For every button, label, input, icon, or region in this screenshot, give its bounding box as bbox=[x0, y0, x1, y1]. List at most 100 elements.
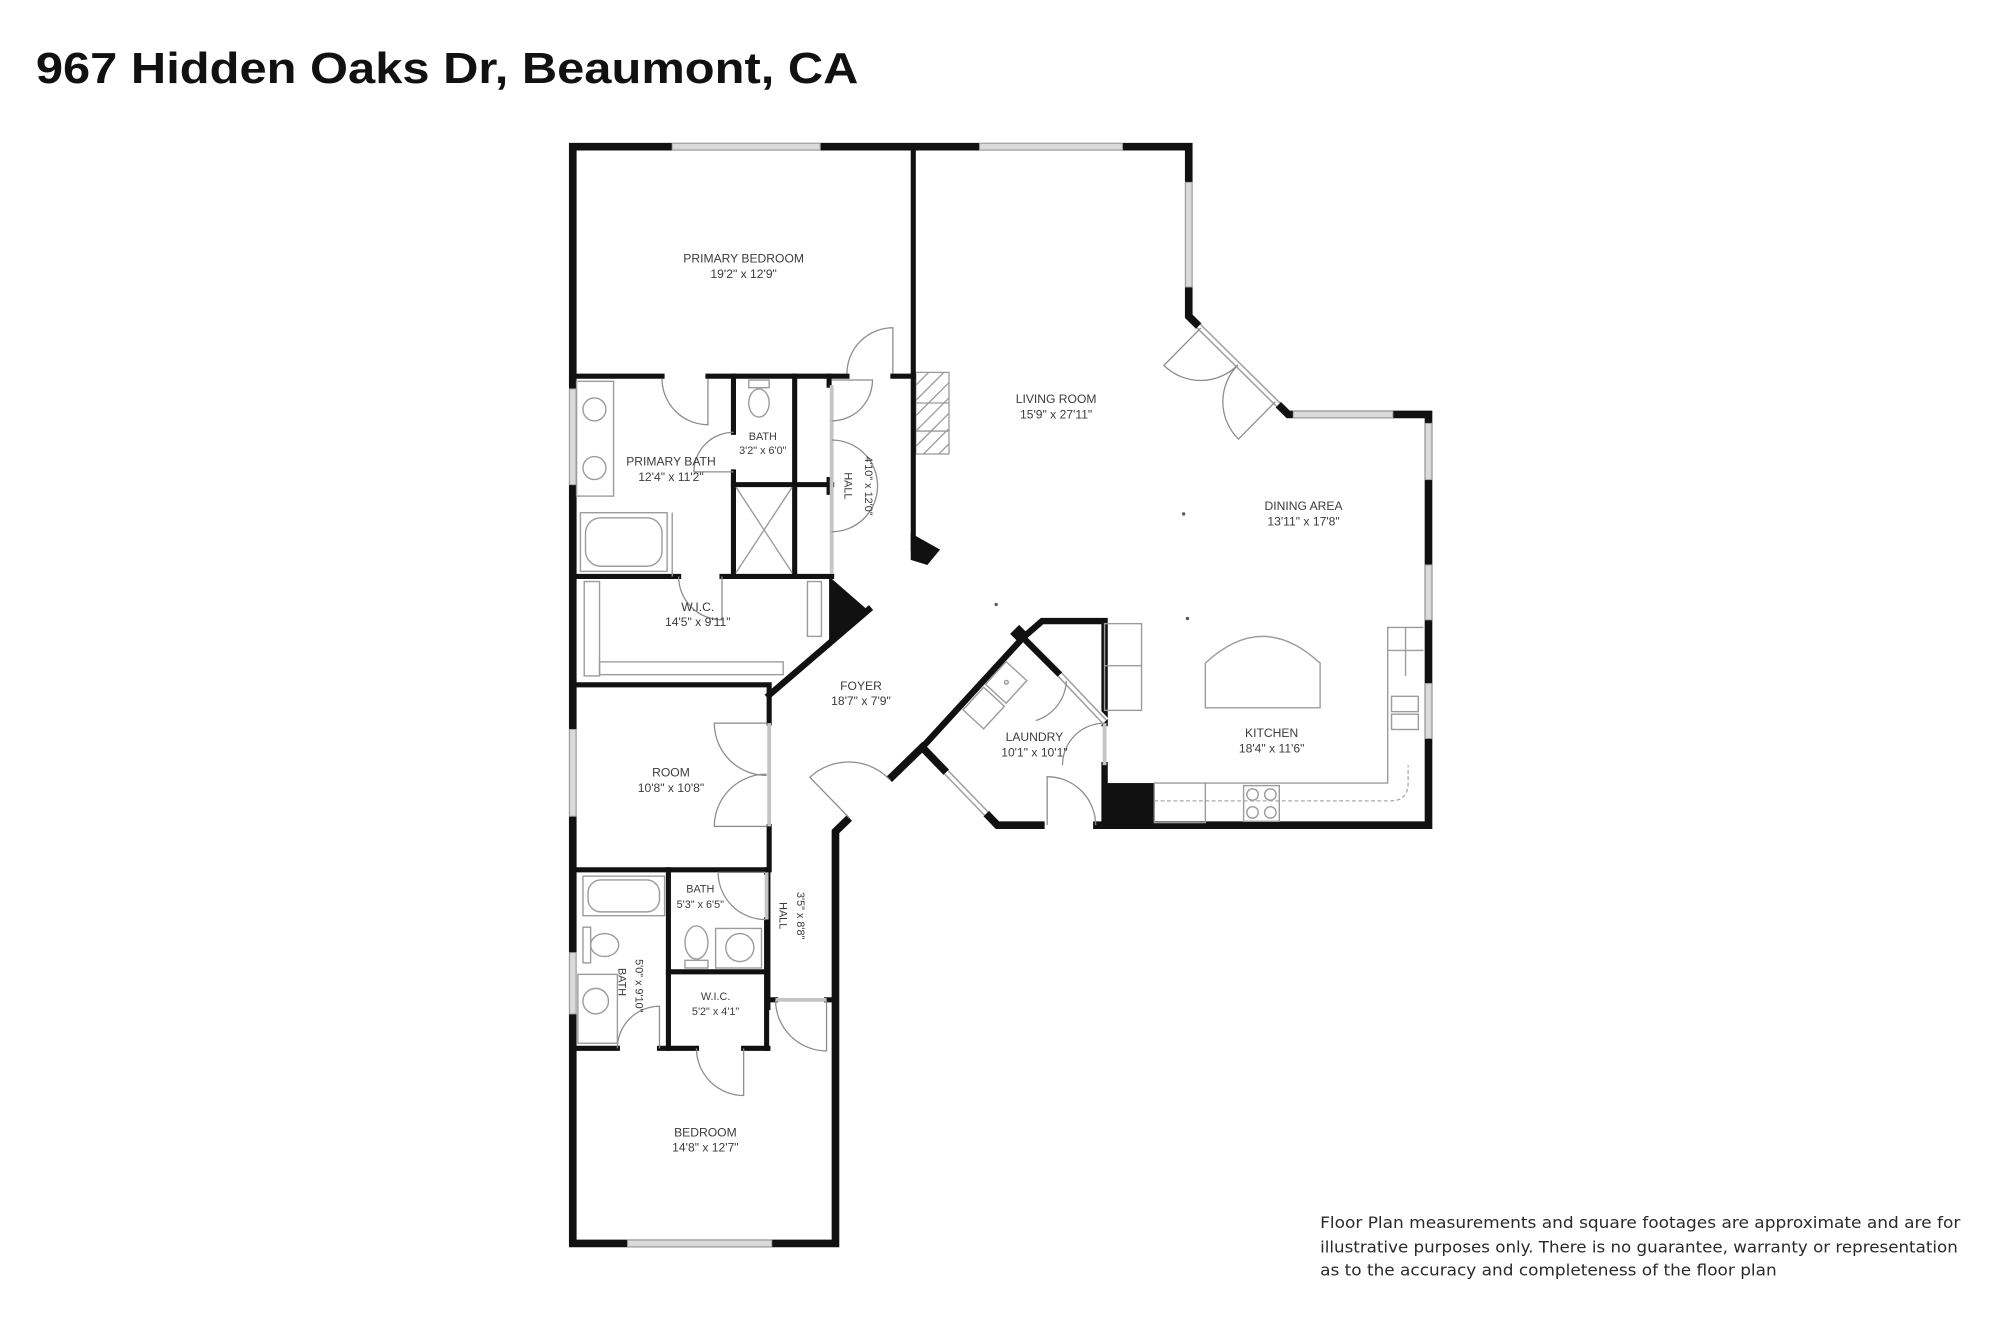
room-dims-dining-area: 13'11" x 17'8" bbox=[1267, 514, 1339, 528]
room-dims-bath-toilet: 3'2" x 6'0" bbox=[739, 445, 786, 457]
room-dims-bath-3: 5'0" x 9'10" bbox=[632, 959, 644, 1013]
vanity-counter bbox=[577, 973, 619, 1044]
door-bay-left bbox=[1162, 327, 1239, 382]
room-name-dining-area: DINING AREA bbox=[1264, 499, 1343, 513]
room-name-kitchen: KITCHEN bbox=[1245, 726, 1298, 740]
wall-corner-wic bbox=[829, 576, 869, 648]
door-laundry-exterior bbox=[1046, 776, 1097, 826]
wic-shelves bbox=[583, 580, 823, 677]
room-dims-bath-2: 5'3" x 6'5" bbox=[677, 899, 724, 911]
washer-icon bbox=[984, 660, 1028, 705]
door-primary-wic bbox=[677, 576, 723, 621]
peninsula-cabinets bbox=[1103, 622, 1143, 712]
shower-icon bbox=[735, 486, 793, 574]
room-dims-foyer: 18'7" x 7'9" bbox=[831, 694, 891, 708]
sink-icon bbox=[582, 455, 607, 481]
doors bbox=[616, 327, 1276, 1097]
room-name-room: ROOM bbox=[652, 766, 690, 780]
room-dims-hall-upper: 4'10" x 12'0" bbox=[862, 456, 874, 516]
bath-3-fixtures bbox=[577, 875, 666, 1044]
windows bbox=[569, 142, 1433, 1248]
disclaimer: Floor Plan measurements and square foota… bbox=[1320, 1213, 1961, 1279]
room-dims-bedroom: 14'8" x 12'7" bbox=[672, 1141, 738, 1155]
room-name-primary-wic: W.I.C. bbox=[681, 600, 714, 614]
room-name-primary-bedroom: PRIMARY BEDROOM bbox=[683, 252, 804, 266]
door-room-upper bbox=[713, 722, 767, 777]
exterior-walls bbox=[568, 142, 1433, 1248]
sink-icon bbox=[725, 932, 755, 963]
room-name-living-room: LIVING ROOM bbox=[1016, 392, 1097, 406]
room-dims-living-room: 15'9" x 27'11" bbox=[1020, 407, 1092, 421]
door-bay-right bbox=[1222, 364, 1276, 440]
door-bath-2 bbox=[717, 871, 766, 921]
sink-icon bbox=[1390, 695, 1420, 731]
dishwasher-icon bbox=[1153, 782, 1207, 824]
window-dining-right-2 bbox=[1424, 564, 1433, 621]
room-name-bath-2: BATH bbox=[686, 884, 714, 896]
dryer-icon bbox=[962, 686, 1006, 730]
room-dims-room: 10'8" x 10'8" bbox=[638, 781, 704, 795]
window-bath-3 bbox=[569, 952, 577, 1015]
window-laundry bbox=[942, 768, 990, 818]
disclaimer-line-2: illustrative purposes only. There is no … bbox=[1320, 1237, 1958, 1256]
room-name-foyer: FOYER bbox=[840, 679, 882, 693]
window-kitchen-sink bbox=[1424, 683, 1433, 739]
room-dims-primary-bedroom: 19'2" x 12'9" bbox=[710, 267, 776, 281]
fireplace-icon bbox=[915, 371, 950, 455]
door-laundry-kitchen bbox=[1061, 722, 1105, 766]
reference-dots bbox=[994, 512, 1190, 621]
room-name-primary-bath: PRIMARY BATH bbox=[626, 454, 716, 468]
door-bath-3 bbox=[616, 1005, 661, 1049]
front-door-opening bbox=[845, 776, 894, 822]
room-name-wic-2: W.I.C. bbox=[701, 991, 730, 1003]
room-name-bath-3: BATH bbox=[616, 968, 628, 996]
refrigerator-block bbox=[1104, 783, 1155, 826]
vanity-counter bbox=[714, 927, 763, 969]
toilet-icon bbox=[748, 379, 770, 418]
room-name-laundry: LAUNDRY bbox=[1006, 730, 1064, 744]
window-dining-right-1 bbox=[1424, 422, 1433, 481]
window-dining-top bbox=[1292, 410, 1394, 419]
door-wic-2 bbox=[695, 1048, 745, 1097]
door-front-entry bbox=[808, 761, 891, 819]
room-dims-hall-lower: 3'5" x 8'8" bbox=[794, 892, 806, 939]
interior-walls bbox=[570, 144, 1155, 1051]
sink-icon bbox=[582, 397, 607, 422]
door-frames bbox=[764, 385, 1109, 1002]
upper-cabinets bbox=[1154, 765, 1409, 802]
door-hall-lower bbox=[774, 999, 828, 1052]
room-dims-primary-bath: 12'4" x 11'2" bbox=[638, 470, 704, 484]
door-room-lower bbox=[713, 773, 767, 828]
bath-2-fixtures bbox=[684, 925, 763, 969]
wall-corner-hall bbox=[910, 533, 941, 565]
window-bedroom bbox=[627, 1239, 773, 1248]
window-living-top bbox=[979, 142, 1123, 151]
primary-bath-fixtures bbox=[575, 379, 793, 577]
door-primary-bedroom bbox=[846, 327, 894, 374]
window-primary-bedroom bbox=[671, 142, 821, 151]
room-dims-primary-wic: 14'5" x 9'11" bbox=[665, 615, 731, 629]
kitchen-counter bbox=[1205, 626, 1424, 784]
room-dims-kitchen: 18'4" x 11'6" bbox=[1239, 741, 1305, 755]
sliding-door-bay bbox=[1195, 322, 1282, 409]
room-dims-laundry: 10'1" x 10'1" bbox=[1001, 745, 1067, 759]
vanity-counter bbox=[575, 380, 615, 497]
page-title: 967 Hidden Oaks Dr, Beaumont, CA bbox=[36, 45, 859, 93]
kitchen-fixtures bbox=[1103, 622, 1424, 824]
door-primary-bath bbox=[661, 378, 709, 426]
room-name-hall-upper: HALL bbox=[841, 472, 853, 499]
disclaimer-line-1: Floor Plan measurements and square foota… bbox=[1320, 1213, 1961, 1232]
bathtub-icon bbox=[582, 875, 666, 917]
room-name-bedroom: BEDROOM bbox=[674, 1125, 737, 1139]
stove-icon bbox=[1242, 784, 1280, 823]
room-name-bath-toilet: BATH bbox=[749, 431, 777, 443]
door-laundry-closet bbox=[1035, 681, 1067, 722]
laundry-fixtures bbox=[962, 660, 1028, 730]
door-hall-closet-1 bbox=[831, 379, 874, 422]
kitchen-island bbox=[1204, 635, 1321, 709]
door-toilet-room bbox=[693, 431, 734, 473]
window-primary-bath bbox=[569, 388, 577, 486]
bathtub-icon bbox=[579, 511, 668, 573]
door-hall-closet-2 bbox=[831, 439, 879, 533]
